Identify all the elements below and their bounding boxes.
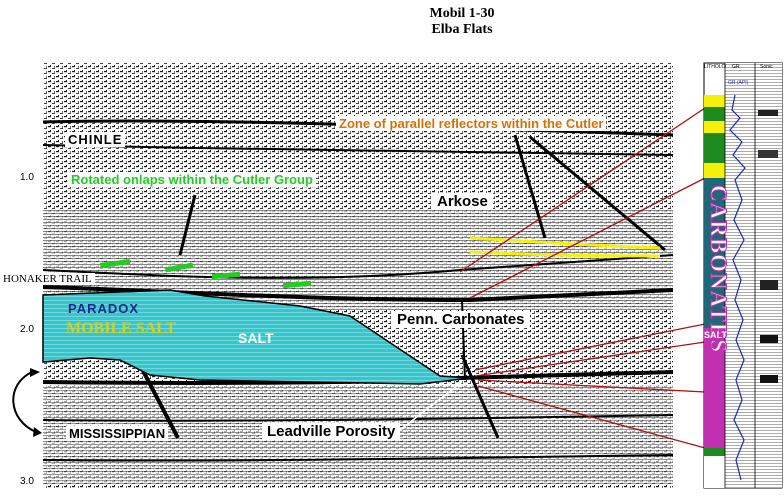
fault-line — [460, 354, 500, 439]
onlap-markers — [99, 258, 312, 289]
fault-line — [138, 364, 180, 439]
title-line1: Mobil 1-30 — [429, 6, 495, 21]
zone-parallel-label: Zone of parallel reflectors within the C… — [336, 116, 607, 131]
paradox-label: PARADOX — [68, 301, 140, 316]
honaker-trail-label: HONAKER TRAIL — [0, 273, 95, 285]
salt-body — [42, 289, 471, 385]
correlation-lines — [459, 107, 706, 449]
parallel-reflectors — [469, 236, 661, 258]
depth-tick: 2.0 — [20, 324, 34, 335]
log-scale-label: GR (API) — [728, 80, 749, 86]
fault-line — [178, 194, 197, 256]
figure-title: Mobil 1-30 Elba Flats — [372, 6, 552, 38]
rotated-onlaps-label: Rotated onlaps within the Cutler Group — [68, 172, 316, 187]
log-header-gr: GR — [732, 64, 740, 70]
penn-carbonates-label: Penn. Carbonates — [392, 311, 530, 328]
depth-tick: 1.0 — [20, 172, 34, 183]
well-log — [703, 62, 783, 489]
mississippian-label: MISSISSIPPIAN — [66, 426, 169, 441]
chinle-label: CHINLE — [65, 132, 126, 147]
depth-tick: 3.0 — [20, 476, 34, 487]
log-header-sonic: Sonic — [760, 64, 773, 70]
fault-line — [513, 134, 547, 239]
salt-log-label: SALT — [704, 330, 727, 340]
carbonates-log-label: CARBONATES — [706, 184, 732, 354]
arkose-label: Arkose — [432, 193, 493, 210]
salt-label: SALT — [238, 330, 274, 346]
leadville-porosity-label: Leadville Porosity — [262, 423, 401, 440]
pointer-arrow — [399, 381, 463, 431]
log-header-lithology: LITHOLOGY — [704, 64, 726, 70]
title-line2: Elba Flats — [431, 22, 493, 37]
mobile-salt-label: MOBILE SALT — [66, 320, 177, 337]
fault-line — [529, 135, 666, 252]
bracket-arrow — [12, 371, 37, 433]
